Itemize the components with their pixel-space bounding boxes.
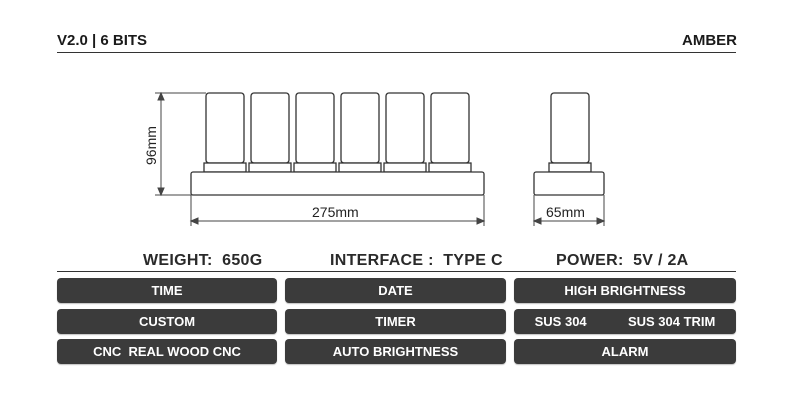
depth-dimension bbox=[532, 195, 606, 226]
feature-date: DATE bbox=[285, 278, 506, 303]
color-label: AMBER bbox=[682, 32, 737, 49]
side-view bbox=[533, 92, 605, 196]
width-dimension bbox=[189, 195, 486, 226]
tube-2 bbox=[250, 92, 290, 164]
feature-sus304: SUS 304 SUS 304 TRIM bbox=[514, 309, 736, 334]
tube-5 bbox=[385, 92, 425, 164]
spec-divider bbox=[57, 271, 736, 272]
feature-timer: TIMER bbox=[285, 309, 506, 334]
feature-custom: CUSTOM bbox=[57, 309, 277, 334]
feature-auto-brightness: AUTO BRIGHTNESS bbox=[285, 339, 506, 364]
feature-sus304-label: SUS 304 bbox=[534, 314, 587, 329]
front-base bbox=[190, 171, 485, 196]
side-tube bbox=[550, 92, 590, 164]
front-view bbox=[190, 92, 485, 196]
tube-3 bbox=[295, 92, 335, 164]
width-label: 275mm bbox=[312, 204, 359, 220]
top-divider bbox=[57, 52, 736, 53]
socket-2 bbox=[248, 162, 292, 173]
height-dimension bbox=[155, 91, 206, 197]
socket-3 bbox=[293, 162, 337, 173]
feature-time: TIME bbox=[57, 278, 277, 303]
version-label: V2.0 | 6 BITS bbox=[57, 32, 148, 49]
height-label: 96mm bbox=[143, 126, 159, 165]
socket-6 bbox=[428, 162, 472, 173]
tube-1 bbox=[205, 92, 245, 164]
depth-label: 65mm bbox=[546, 204, 585, 220]
power-spec: POWER: 5V / 2A bbox=[556, 252, 689, 269]
socket-1 bbox=[203, 162, 247, 173]
side-base bbox=[533, 171, 605, 196]
socket-4 bbox=[338, 162, 382, 173]
socket-5 bbox=[383, 162, 427, 173]
tube-4 bbox=[340, 92, 380, 164]
feature-sus304-trim-label: SUS 304 TRIM bbox=[627, 314, 716, 329]
feature-alarm: ALARM bbox=[514, 339, 736, 364]
feature-cnc-wood: CNC REAL WOOD CNC bbox=[57, 339, 277, 364]
interface-spec: INTERFACE : TYPE C bbox=[330, 252, 503, 269]
side-socket bbox=[548, 162, 592, 173]
tube-6 bbox=[430, 92, 470, 164]
feature-high-brightness: HIGH BRIGHTNESS bbox=[514, 278, 736, 303]
weight-spec: WEIGHT: 650G bbox=[143, 252, 263, 269]
